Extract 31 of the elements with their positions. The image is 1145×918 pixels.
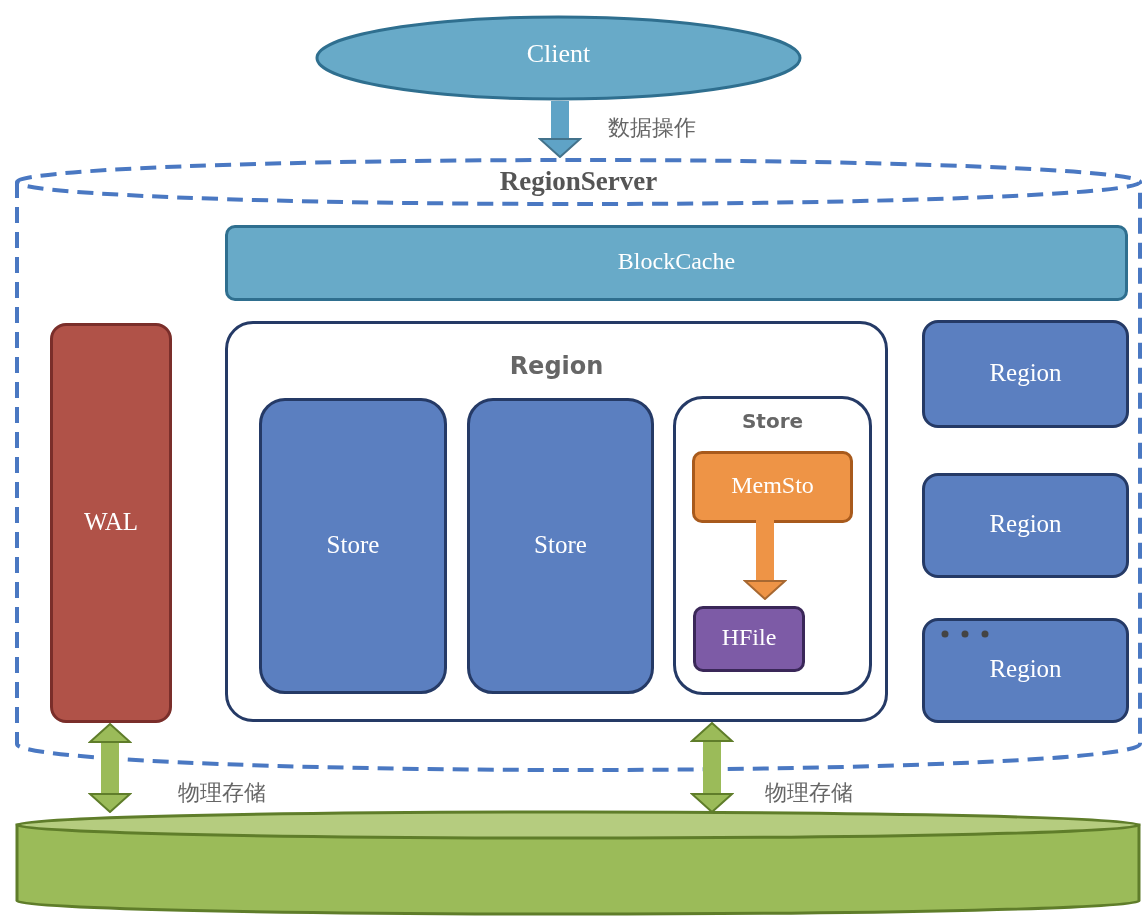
wal-column	[50, 323, 172, 723]
block-arrow	[691, 722, 733, 813]
region-box	[922, 618, 1129, 723]
store-box	[259, 398, 447, 694]
node-label: Client	[525, 38, 592, 69]
node-heading: RegionServer	[498, 166, 659, 197]
node-label: BlockCache	[616, 248, 737, 276]
block-arrow	[744, 517, 786, 600]
node-label: WAL	[82, 507, 140, 536]
hfile-box	[693, 606, 805, 672]
dashed-cylinder-container	[15, 158, 1142, 772]
region-container	[225, 321, 888, 722]
region-box	[922, 320, 1129, 428]
block-arrow	[539, 101, 581, 158]
node-label: Store	[325, 530, 381, 559]
storage-cylinder	[15, 810, 1141, 916]
store-container	[673, 396, 872, 695]
node-heading: Store	[740, 409, 805, 433]
block-arrow	[89, 723, 131, 813]
memstore-box	[692, 451, 853, 523]
cache-bar	[225, 225, 1128, 301]
node-label: Store	[533, 530, 588, 559]
node-label: Region	[988, 358, 1063, 387]
node-label: Region	[988, 655, 1063, 683]
node-label: MemSto	[730, 472, 815, 500]
store-box	[467, 398, 654, 694]
region-box	[922, 473, 1129, 578]
node-label: HFile	[720, 624, 778, 652]
node-heading: Region	[508, 352, 605, 380]
ellipse-node	[315, 15, 802, 101]
node-label: Region	[988, 510, 1063, 538]
